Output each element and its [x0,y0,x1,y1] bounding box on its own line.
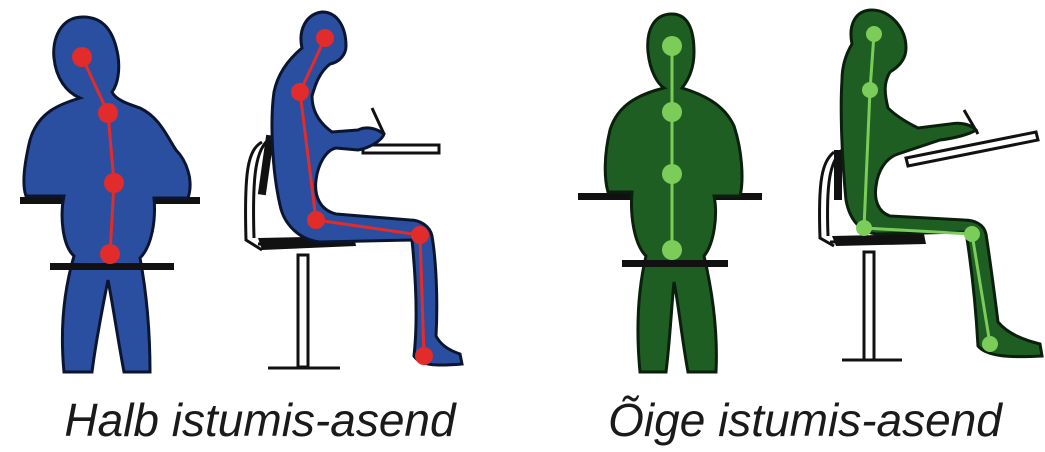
bad-front-joint-head [72,47,92,67]
good-side-joint-head [866,26,882,42]
good-front-joint-head [662,36,682,56]
good-side-joint-knee [964,226,980,242]
bad-front-joint-shoulder [98,103,118,123]
good-side-chair-seat [832,234,926,246]
bad-front-body [24,17,190,372]
good-side-joint-shoulder [862,82,878,98]
bad-front-joint-waist [104,173,124,193]
bad-side-joint-shoulder [291,83,309,101]
good-front-figure [578,14,762,372]
bad-posture-caption: Halb istumis-asend [40,392,480,448]
bad-side-joint-hip [307,211,325,229]
good-front-joint-waist [662,164,682,184]
good-side-figure [820,10,1042,360]
bad-side-body [272,12,462,365]
good-posture-caption: Õige istumis-asend [590,392,1020,448]
good-side-joint-ankle [982,336,998,352]
good-side-joint-hip [856,220,872,236]
posture-illustration [0,0,1045,390]
bad-front-seat [50,263,174,270]
bad-side-joint-knee [411,226,429,244]
good-front-joint-hip [662,240,682,260]
bad-side-desk [363,145,439,153]
bad-front-joint-hip [100,244,120,264]
bad-front-figure [20,17,200,372]
good-front-seat [622,260,728,267]
bad-side-joint-head [316,29,334,47]
good-side-chair-back [834,150,842,200]
bad-side-joint-ankle [415,347,433,365]
good-front-body [605,14,742,372]
good-front-joint-shoulder [662,102,682,122]
bad-side-figure [246,12,462,368]
